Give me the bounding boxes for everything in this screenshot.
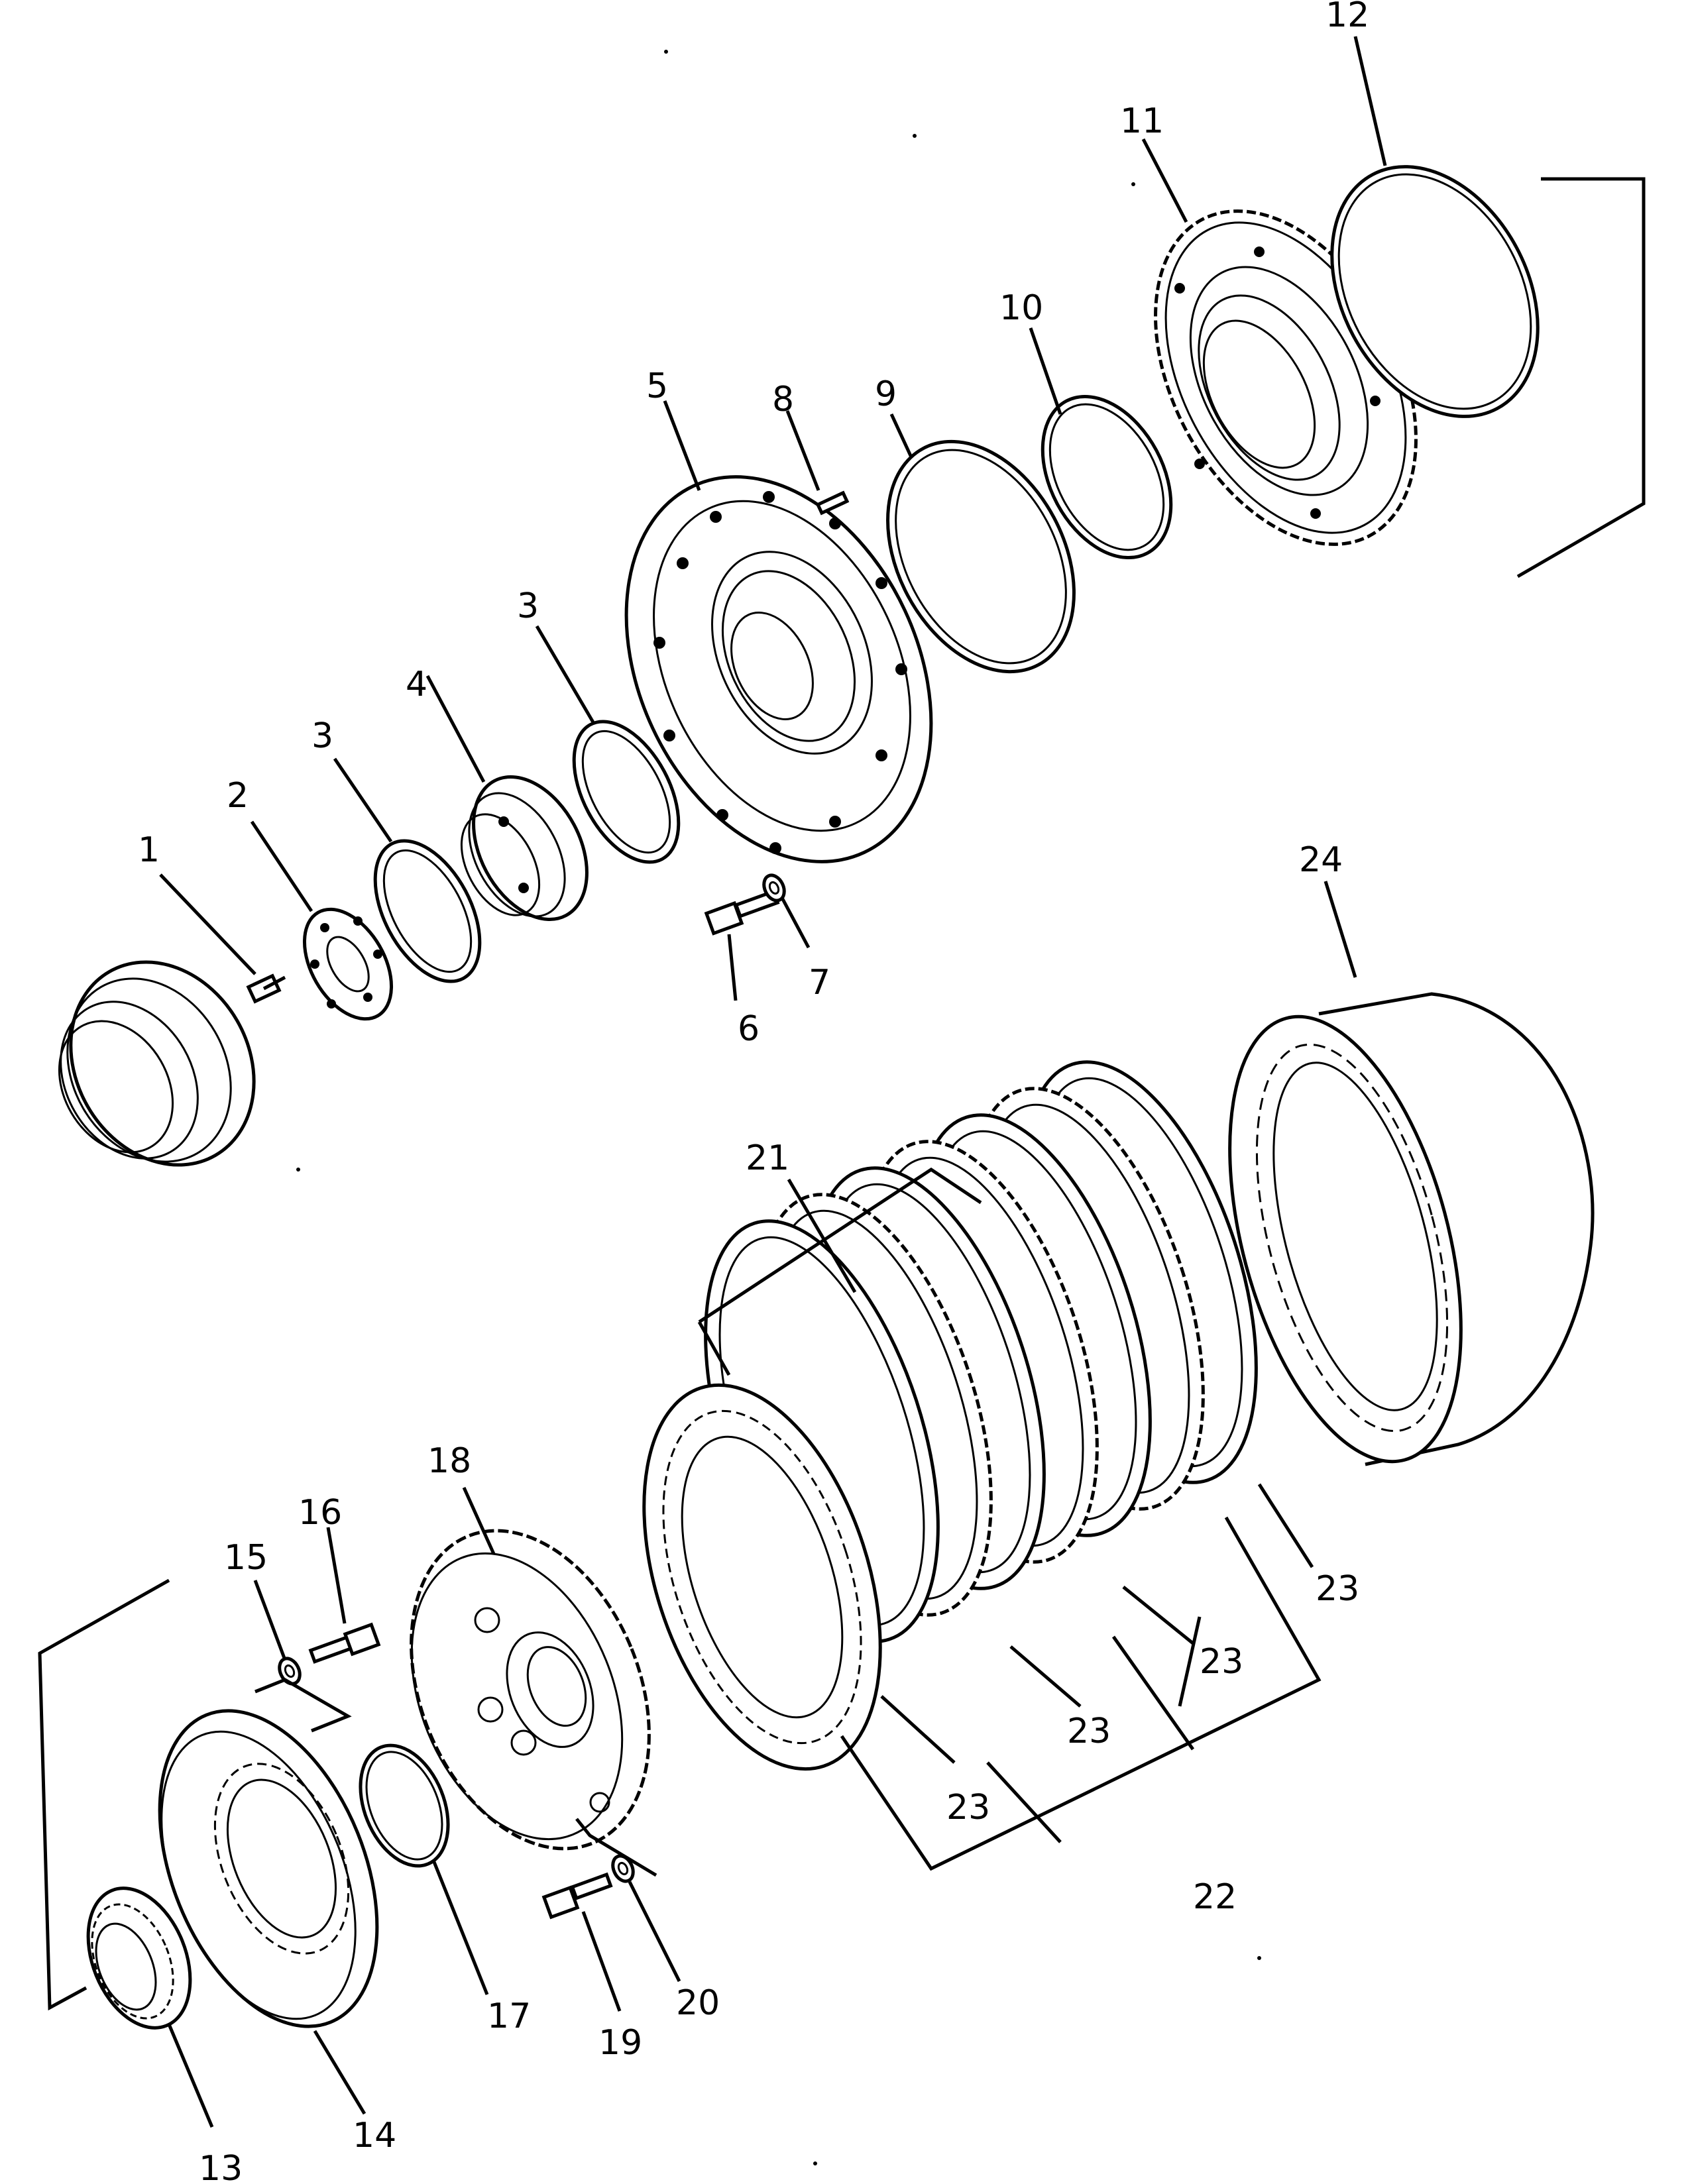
part-3-ring-rear [572, 720, 681, 864]
callout-8: 8 [772, 380, 794, 419]
part-4-hub [460, 775, 589, 921]
leader-lines [159, 36, 1387, 2128]
callout-24: 24 [1299, 840, 1343, 880]
callout-22: 22 [1193, 1877, 1237, 1917]
callout-10: 10 [999, 288, 1043, 328]
callout-23c: 23 [1200, 1642, 1243, 1682]
callout-21: 21 [746, 1138, 789, 1178]
part-19-bolt [541, 1872, 613, 1920]
callout-14: 14 [353, 2116, 396, 2156]
part-16-bolt [308, 1622, 381, 1664]
part-8-pin [815, 490, 850, 516]
bracket-22 [840, 1516, 1322, 1871]
part-1-bolt [246, 973, 286, 1004]
clutch-plate-stack [642, 1060, 1258, 1771]
part-13-bearing [86, 1886, 192, 2030]
callout-13: 13 [199, 2149, 243, 2184]
bracket-21 [698, 1168, 982, 1324]
bracket-19-20 [575, 1818, 657, 1877]
part-6-bolt [704, 889, 780, 936]
callout-23a: 23 [946, 1788, 990, 1828]
part-18-carrier-gear [410, 1529, 651, 1851]
callout-15: 15 [224, 1538, 268, 1578]
callout-23b: 23 [1067, 1712, 1111, 1751]
callout-4: 4 [406, 665, 427, 704]
callout-9: 9 [875, 374, 897, 414]
callout-23d: 23 [1316, 1569, 1359, 1609]
callout-17: 17 [487, 1996, 531, 2036]
callout-11: 11 [1120, 101, 1164, 141]
callout-5: 5 [646, 366, 668, 406]
part-7-washer [762, 873, 786, 902]
callout-3b: 3 [517, 586, 539, 626]
part-20-washer [611, 1854, 635, 1883]
callout-18: 18 [427, 1441, 471, 1481]
part-15-washer [278, 1657, 302, 1686]
callout-2: 2 [227, 776, 249, 816]
part-17-o-ring [359, 1743, 450, 1868]
callout-6: 6 [738, 1009, 760, 1049]
callout-12: 12 [1325, 0, 1369, 35]
part-3-ring-front [373, 839, 482, 983]
callout-7: 7 [809, 963, 830, 1003]
part-9-o-ring [886, 439, 1076, 674]
part-10-o-ring [1041, 394, 1173, 560]
callout-16: 16 [298, 1493, 342, 1533]
end-cover [58, 960, 256, 1167]
bracket-13-14 [38, 1578, 170, 2011]
part-2-lock-plate [302, 907, 394, 1021]
part-5-carrier-plate [624, 475, 933, 863]
part-12-o-ring [1330, 165, 1540, 418]
bracket-11-12 [1516, 177, 1646, 578]
callout-3a: 3 [311, 716, 333, 756]
bracket-15-16 [254, 1678, 352, 1733]
part-14-bearing-cage [158, 1709, 379, 2028]
callout-20: 20 [676, 1983, 720, 2023]
callout-19: 19 [598, 2023, 642, 2063]
callout-1: 1 [138, 830, 160, 870]
part-24-ring-gear [1228, 992, 1595, 1466]
